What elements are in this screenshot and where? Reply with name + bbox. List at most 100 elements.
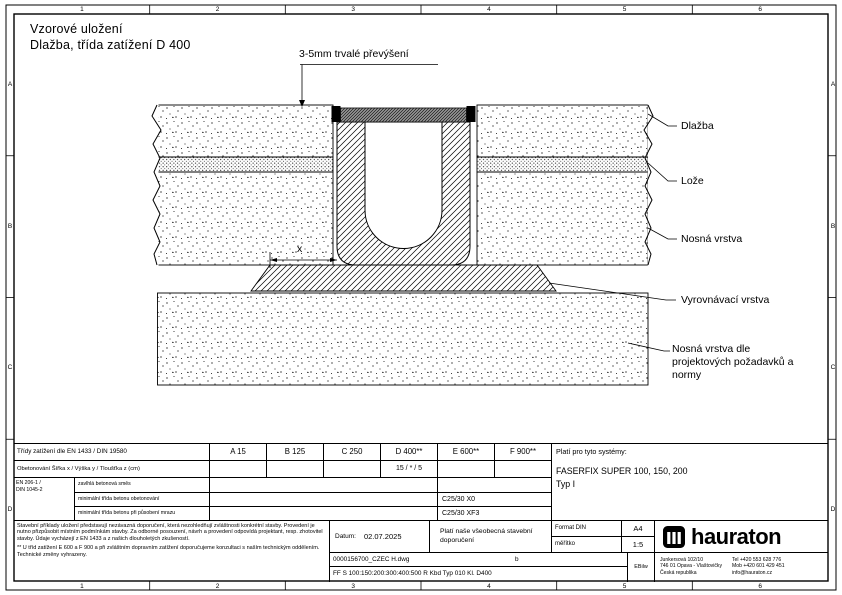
concrete-row1-value [438,478,552,493]
revision-letter: b [515,556,519,563]
load-class-f900: F 900** [495,444,552,461]
contact-phone: Tel +420 553 628 776 [732,557,782,563]
load-classes-label: Třídy zatížení dle EN 1433 / DIN 19580 [14,444,210,461]
contact-mobile: Mob +420 601 429 451 [732,563,785,570]
address-column: Junkersová 102/10 746 01 Opava - Vlaštov… [660,557,722,582]
scale-value: 1:5 [622,537,655,553]
drawing-file-cell: 0000156700_CZEC H.dwg b [330,553,628,567]
author-initials: EBilw [628,553,655,582]
concrete-row1-spacer [210,478,438,493]
concrete-norm-line2: DIN 1045-2 [16,486,43,493]
pavement-right-section [476,104,649,266]
ruler-row-a-right: A [830,80,836,88]
label-nosna-vrstva-dle-line1: Nosná vrstva dle [672,343,751,355]
disclaimer-paragraph-2: ** U tříd zatížení E 600 a F 900 a při z… [17,545,320,558]
format-value: A4 [622,521,655,537]
drawing-title-line1: Vzorové uložení [30,22,123,36]
pavement-left-section [157,104,334,266]
label-vyrovnavaci-vrstva: Vyrovnávací vrstva [681,294,770,306]
datum-cell: Datum: 02.07.2025 [330,521,430,553]
surround-dims-d400: 15 / * / 5 [381,461,438,478]
load-class-c250: C 250 [324,444,381,461]
ruler-row-c-left: C [7,364,13,372]
ruler-col-1-bottom: 1 [80,583,84,590]
sheet-frame [5,4,837,591]
label-nosna-vrstva-dle: Nosná vrstva dle projektových požadavků … [672,343,842,382]
load-class-b125: B 125 [267,444,324,461]
label-nosna-vrstva-dle-line3: normy [672,369,702,381]
annotation-elevation: 3-5mm trvalé převýšení [299,48,409,60]
disclaimer-cell: Stavební příklady uložení představují ne… [14,521,330,582]
concrete-row3-value: C25/30 XF3 [438,507,552,521]
datum-value: 02.07.2025 [363,532,402,541]
systems-line1: FASERFIX SUPER 100, 150, 200 [556,466,688,476]
general-note: Platí naše všeobecná stavební doporučení [430,521,552,553]
concrete-row3-spacer [210,507,438,521]
surround-dims-f900 [495,461,552,478]
concrete-row1-label: zavlhlá betonová směs [75,478,210,493]
ruler-col-5-bottom: 5 [622,583,627,590]
dimension-x [269,252,337,268]
dimension-x-label: x [297,243,303,255]
ruler-col-4-bottom: 4 [487,583,491,590]
ruler-col-5-top: 5 [622,6,627,13]
disclaimer-paragraph-1: Stavební příklady uložení představují ne… [17,523,323,542]
ruler-row-d-left: D [7,506,13,514]
ruler-col-2-top: 2 [215,6,220,13]
drawing-title-line2: Dlažba, třída zatížení D 400 [30,37,191,52]
drawing-file-name: 0000156700_CZEC H.dwg [333,556,410,563]
address-line1: Junkersová 102/10 [660,557,704,563]
load-class-e600: E 600** [438,444,495,461]
concrete-row2-spacer [210,493,438,507]
ruler-col-6-top: 6 [758,6,762,13]
grate [331,106,476,123]
base-layer [157,292,649,386]
channel-body [336,121,471,266]
systems-line2: Typ I [556,479,576,489]
address-cell: Junkersová 102/10 746 01 Opava - Vlaštov… [655,553,828,582]
label-nosna-vrstva: Nosná vrstva [681,233,743,245]
surround-dims-b125 [267,461,324,478]
ruler-col-6-bottom: 6 [758,583,762,590]
edge-rail-right [466,106,476,122]
ruler-row-d-right: D [830,506,836,514]
scale-label: měřítko [552,537,622,553]
label-nosna-vrstva-dle-line2: projektových požadavků a [672,356,794,368]
systems-label: Platí pro tyto systémy: [556,447,627,456]
datum-label: Datum: [335,533,356,540]
ruler-row-b-right: B [830,222,836,230]
product-line: FF S 100:150:200:300:400:500 R Kbd Typ 0… [330,567,628,582]
address-line3: Česká republika [660,569,697,576]
concrete-row2-label: minimální třída betonu obetonování [75,493,210,507]
load-class-a15: A 15 [210,444,267,461]
load-class-d400: D 400** [381,444,438,461]
surround-dims-e600 [438,461,495,478]
brand-wordmark: hauraton [691,523,782,549]
concrete-row3-label: minimální třída betonu při působení mraz… [75,507,210,521]
concrete-row2-value: C25/30 X0 [438,493,552,507]
edge-rail-left [331,106,341,122]
label-dlazba: Dlažba [681,119,714,132]
ruler-col-3-top: 3 [351,6,355,13]
leader-lines [548,113,677,352]
label-loze: Lože [681,175,704,187]
break-lines [150,104,657,267]
hauraton-logo-icon [663,525,685,548]
contact-column: Tel +420 553 628 776 Mob +420 601 429 45… [732,557,785,582]
format-label: Format DIN [552,521,622,537]
surround-dims-a15 [210,461,267,478]
ruler-row-a-left: A [7,80,13,88]
ruler-col-1-top: 1 [80,6,84,13]
title-block: Třídy zatížení dle EN 1433 / DIN 19580 A… [14,443,828,582]
concrete-norm-line1: EN 206-1 / [16,480,41,486]
annotation-leader [299,64,438,107]
brand-logo: hauraton [655,521,828,553]
leveling-layer [250,264,557,292]
surround-dims-label: Obetonování Šířka x / Výška y / Tloušťka… [14,461,210,478]
surround-dims-c250 [324,461,381,478]
address-line2: 746 01 Opava - Vlaštovičky [660,563,723,570]
concrete-norm: EN 206-1 / DIN 1045-2 [14,478,75,521]
ruler-col-3-bottom: 3 [351,583,355,590]
